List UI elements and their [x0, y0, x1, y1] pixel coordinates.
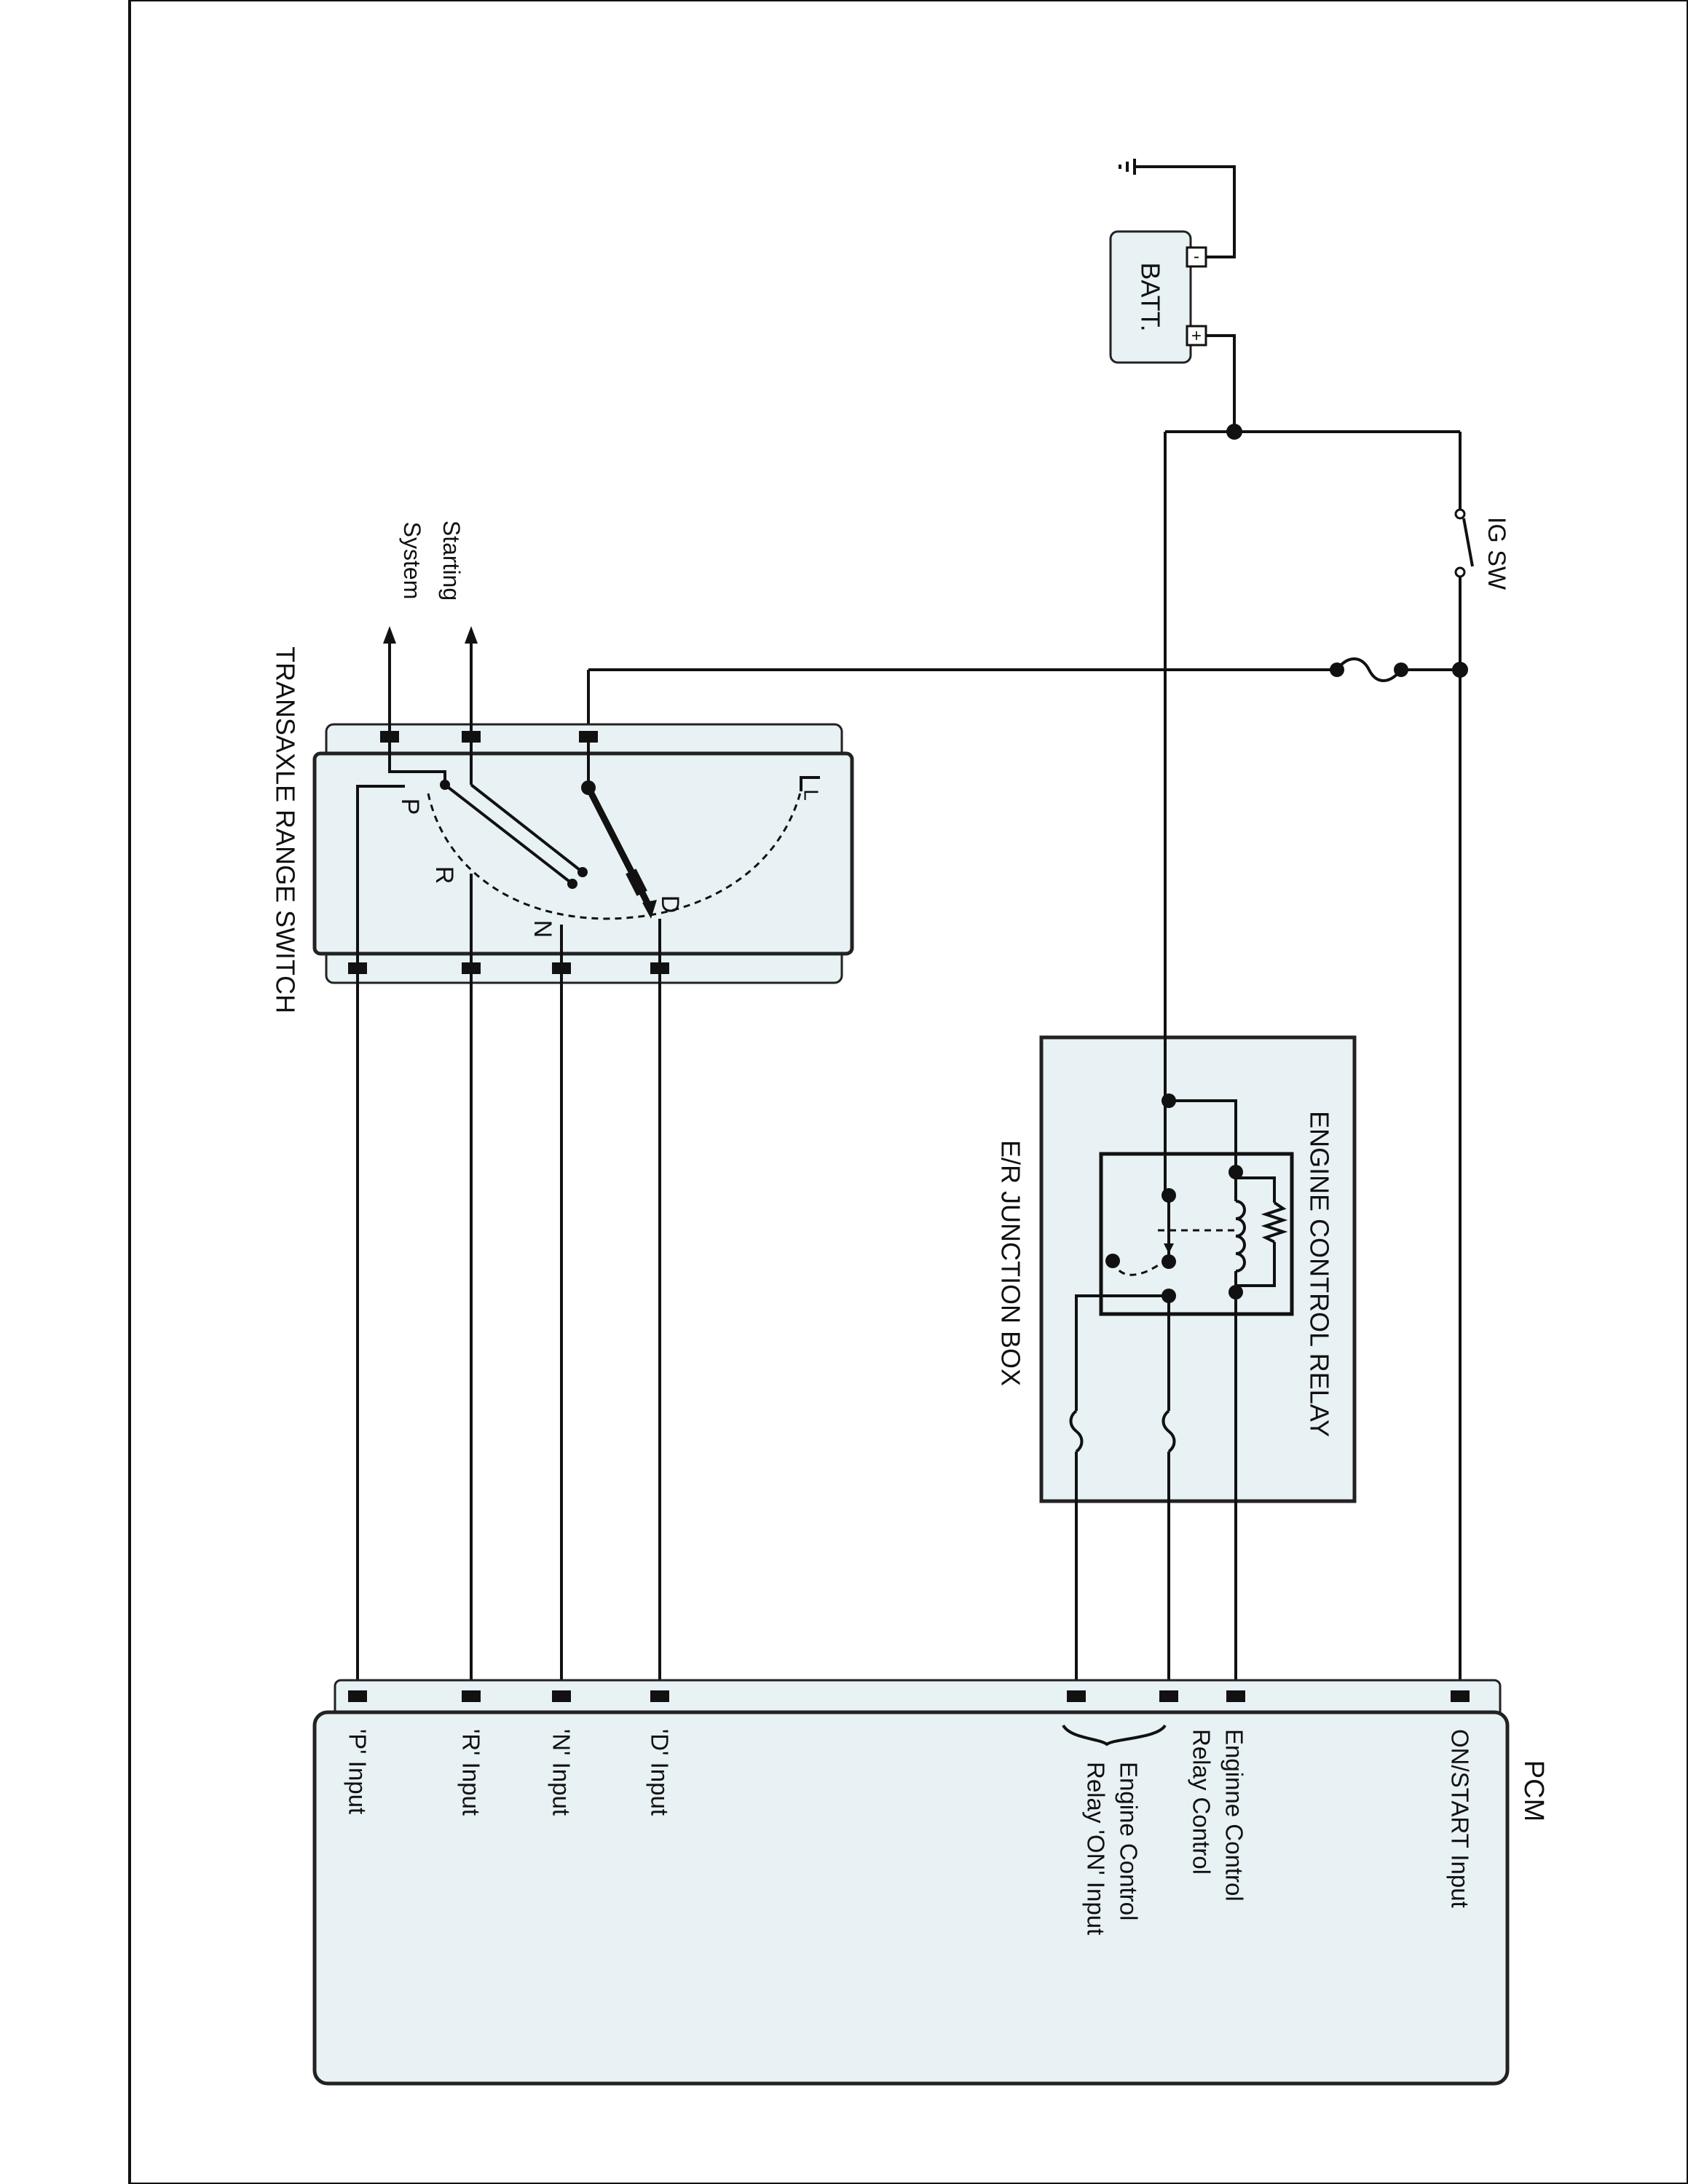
junction-box-label: E/R JUNCTION BOX: [996, 1140, 1026, 1386]
page-frame: [128, 0, 1688, 2184]
pcm-input-d: 'D' Input: [647, 1729, 674, 1816]
relay-coil-icon: [1235, 1200, 1246, 1273]
battery-neg-sign: -: [1194, 247, 1199, 266]
pcm-input-r: 'R' Input: [458, 1729, 485, 1816]
pcm-input-p: 'P' Input: [344, 1729, 371, 1814]
pcm-input-ecr-on-2: Relay 'ON' Input: [1083, 1762, 1110, 1935]
position-R: R: [430, 866, 458, 885]
position-P: P: [396, 799, 424, 815]
pcm-input-ecr-control-2: Relay Control: [1188, 1729, 1215, 1875]
pcm-input-n: 'N' Input: [548, 1729, 575, 1816]
transaxle-range-switch-label: TRANSAXLE RANGE SWITCH: [271, 646, 301, 1013]
starting-system-arrows: [383, 626, 478, 731]
starting-system-label-1: Starting: [438, 521, 465, 601]
fuse-icon: [1336, 657, 1403, 682]
relay-resistor-icon: [1261, 1201, 1288, 1243]
relay-label: ENGINE CONTROL RELAY: [1305, 1111, 1335, 1437]
battery: - + BATT.: [1109, 230, 1207, 364]
pcm-label: PCM: [1518, 1760, 1549, 1821]
pcm-input-ecr-on-1: Engine Control: [1116, 1762, 1143, 1920]
starting-system-label-2: System: [399, 522, 425, 600]
engine-control-relay: [1099, 1152, 1294, 1316]
position-L: L: [800, 789, 823, 801]
ground-icon: [1119, 159, 1136, 175]
position-N: N: [529, 920, 556, 938]
position-D: D: [656, 895, 684, 914]
battery-label: BATT.: [1136, 262, 1166, 331]
battery-pos-sign: +: [1191, 326, 1202, 346]
ig-switch-label: IG SW: [1483, 517, 1510, 590]
pcm: [312, 1679, 1510, 2086]
pcm-input-on-start: ON/START Input: [1447, 1729, 1474, 1908]
pcm-input-ecr-control-1: Enginne Control: [1221, 1729, 1248, 1902]
transaxle-range-switch: P R N D L: [312, 723, 854, 984]
input-brace: [1062, 1724, 1167, 1746]
